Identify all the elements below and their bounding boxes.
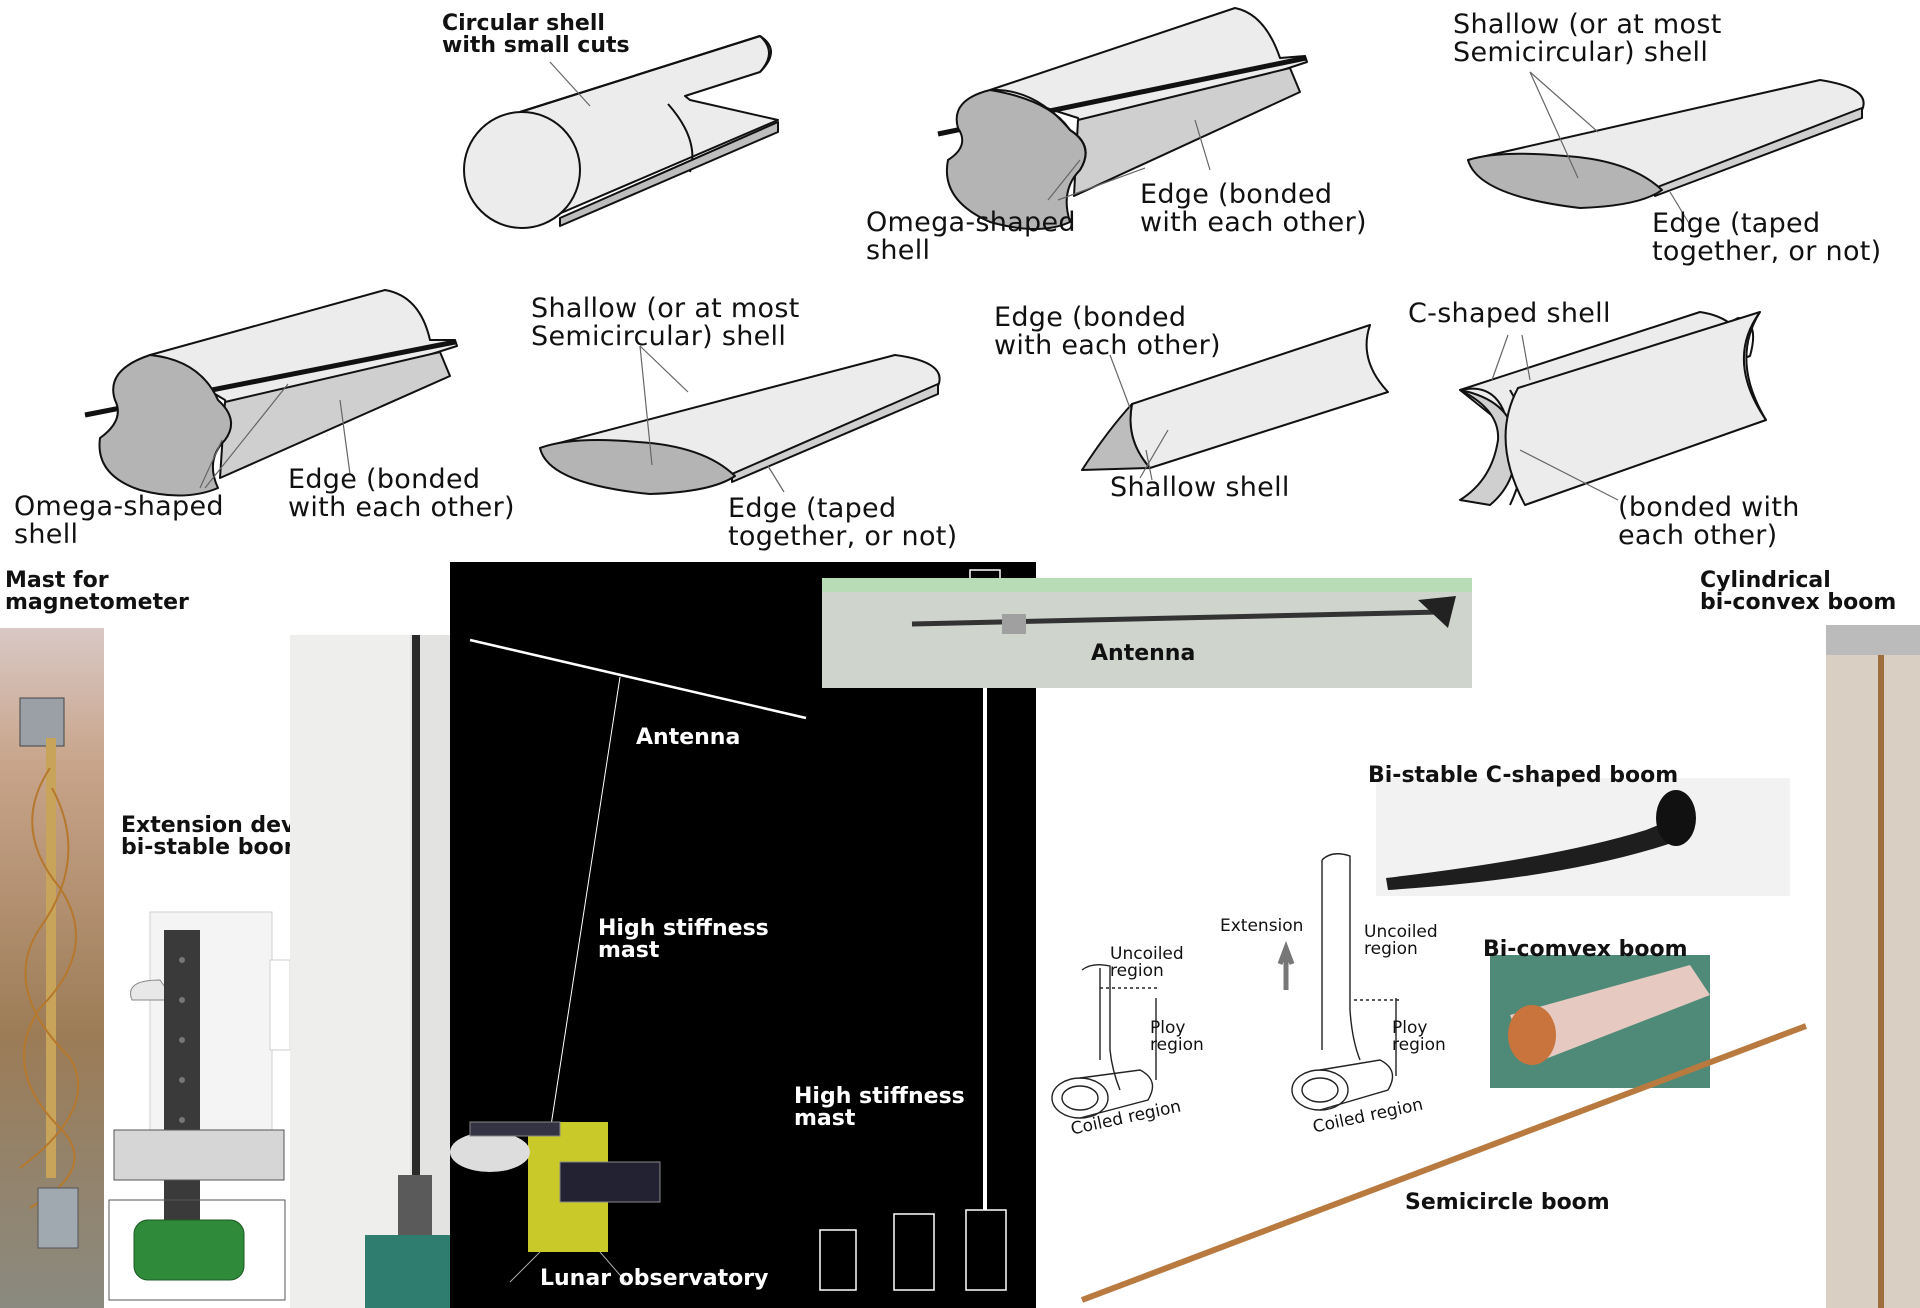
black-boom-photo	[290, 635, 450, 1308]
label-uncoiled-1: Uncoiled region	[1110, 944, 1184, 982]
cylindrical-biconvex-photo	[1826, 625, 1920, 1308]
label-lunar-observatory: Lunar observatory	[540, 1266, 769, 1291]
label-omega-top-shell: Omega-shaped shell	[866, 207, 1076, 266]
label-antenna-photo: Antenna	[1091, 641, 1196, 666]
label-c-shell: C-shaped shell	[1408, 298, 1611, 329]
extension-device-illustration	[108, 911, 290, 1301]
mast-photo	[0, 628, 104, 1308]
label-mast-magnetometer: Mast for magnetometer	[5, 568, 189, 616]
shallow-bottom-drawing	[539, 354, 941, 495]
label-omega-top-edge: Edge (bonded with each other)	[1140, 179, 1367, 238]
label-single-edge: Edge (bonded with each other)	[994, 302, 1221, 361]
label-cyl-biconvex: Cylindrical bi-convex boom	[1700, 568, 1897, 616]
circular-shell-drawing	[463, 35, 779, 229]
shallow-top-drawing	[1467, 79, 1865, 209]
label-shallow-bottom-edge: Edge (taped together, or not)	[728, 493, 958, 552]
bistable-c-boom-photo	[1376, 778, 1790, 896]
label-single-shallow: Shallow shell	[1110, 472, 1290, 503]
label-antenna-scene: Antenna	[636, 725, 741, 750]
antenna-photo	[822, 578, 1472, 688]
label-c-edge: (bonded with each other)	[1618, 492, 1800, 551]
label-omega-bottom-edge: Edge (bonded with each other)	[288, 464, 515, 523]
label-shallow-top-edge: Edge (taped together, or not)	[1652, 208, 1882, 267]
label-ploy-2: Ploy region	[1392, 1018, 1446, 1056]
label-uncoiled-2: Uncoiled region	[1364, 922, 1438, 960]
bicomvex-boom-photo	[1490, 955, 1710, 1088]
shell-diagrams	[84, 7, 1865, 506]
label-omega-bottom-shell: Omega-shaped shell	[14, 491, 224, 550]
label-shallow-bottom-shell: Shallow (or at most Semicircular) shell	[531, 293, 800, 352]
coiled-boom-schematic	[1051, 853, 1400, 1119]
label-bicomvex: Bi-comvex boom	[1483, 937, 1688, 962]
label-circular-shell: Circular shell with small cuts	[442, 11, 630, 59]
omega-top-drawing	[937, 7, 1308, 230]
label-shallow-top-shell: Shallow (or at most Semicircular) shell	[1453, 9, 1722, 68]
label-semicircle: Semicircle boom	[1405, 1190, 1610, 1215]
c-shaped-drawing	[1459, 311, 1767, 506]
label-bistable-c: Bi-stable C-shaped boom	[1368, 763, 1679, 788]
label-high-stiffness-2: High stiffness mast	[794, 1084, 965, 1132]
omega-bottom-drawing	[84, 289, 458, 497]
label-high-stiffness-1: High stiffness mast	[598, 916, 769, 964]
single-shallow-drawing	[1081, 324, 1389, 471]
semicircle-boom-photo	[1080, 1023, 1808, 1303]
lunar-lander	[450, 1121, 661, 1283]
label-extension: Extension	[1220, 916, 1304, 936]
label-ploy-1: Ploy region	[1150, 1018, 1204, 1056]
